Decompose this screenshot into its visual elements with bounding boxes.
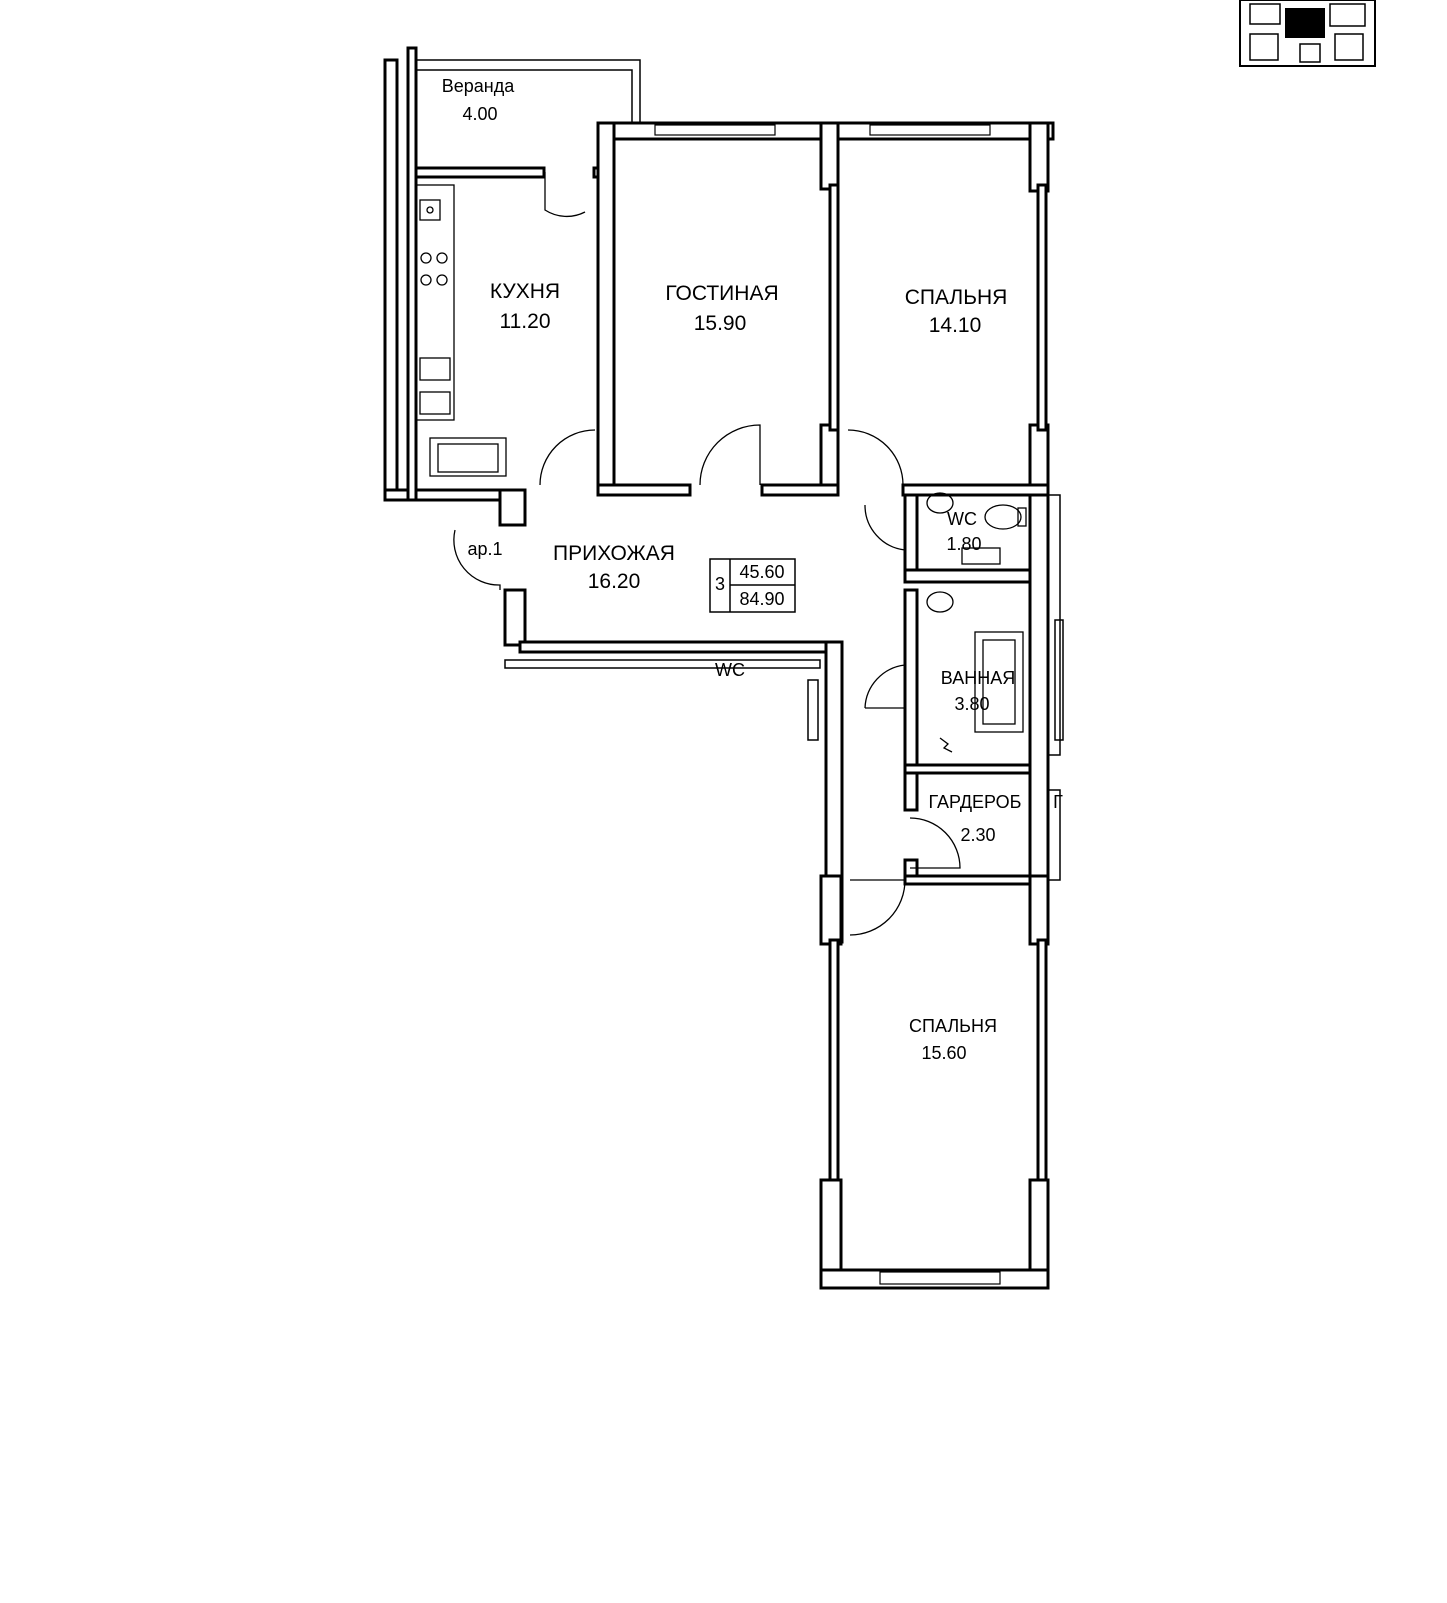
kitchen-name: КУХНЯ (490, 280, 560, 303)
living-area-value: 45.60 (739, 562, 784, 582)
kitchen-area: 11.20 (500, 310, 551, 333)
bedroom1-name: СПАЛЬНЯ (905, 286, 1008, 309)
living-name: ГОСТИНАЯ (665, 282, 778, 305)
bath-name: ВАННАЯ (941, 668, 1015, 688)
bedroom2-area: 15.60 (921, 1043, 966, 1063)
hall-area: 16.20 (588, 570, 641, 593)
neighbor-partial-label: Г (1053, 792, 1063, 812)
neighbor-wc-label: WC (715, 660, 745, 680)
bedroom2-name: СПАЛЬНЯ (909, 1016, 997, 1036)
exterior-walls (383, 46, 1064, 1290)
key-plan-thumbnail (1239, 0, 1376, 67)
room-labels: Веранда 4.00 КУХНЯ 11.20 ГОСТИНАЯ 15.90 … (442, 76, 1063, 1063)
kitchen-counter (415, 184, 507, 477)
veranda-area: 4.00 (462, 104, 497, 124)
bedroom1-area: 14.10 (929, 314, 982, 337)
apartment-info-box: 3 45.60 84.90 (709, 558, 796, 613)
total-area-value: 84.90 (739, 589, 784, 609)
doors (453, 172, 961, 936)
wardrobe-area: 2.30 (960, 825, 995, 845)
veranda-name: Веранда (442, 76, 515, 96)
wc-area: 1.80 (946, 534, 981, 554)
wc-name: WC (947, 509, 977, 529)
bathroom-fixtures (926, 492, 1027, 753)
wardrobe-name: ГАРДЕРОБ (929, 792, 1022, 812)
hall-name: ПРИХОЖАЯ (553, 542, 675, 565)
entrance-label: ар.1 (467, 539, 502, 559)
living-area: 15.90 (694, 312, 747, 335)
rooms-count: 3 (715, 574, 725, 594)
bath-area: 3.80 (954, 694, 989, 714)
